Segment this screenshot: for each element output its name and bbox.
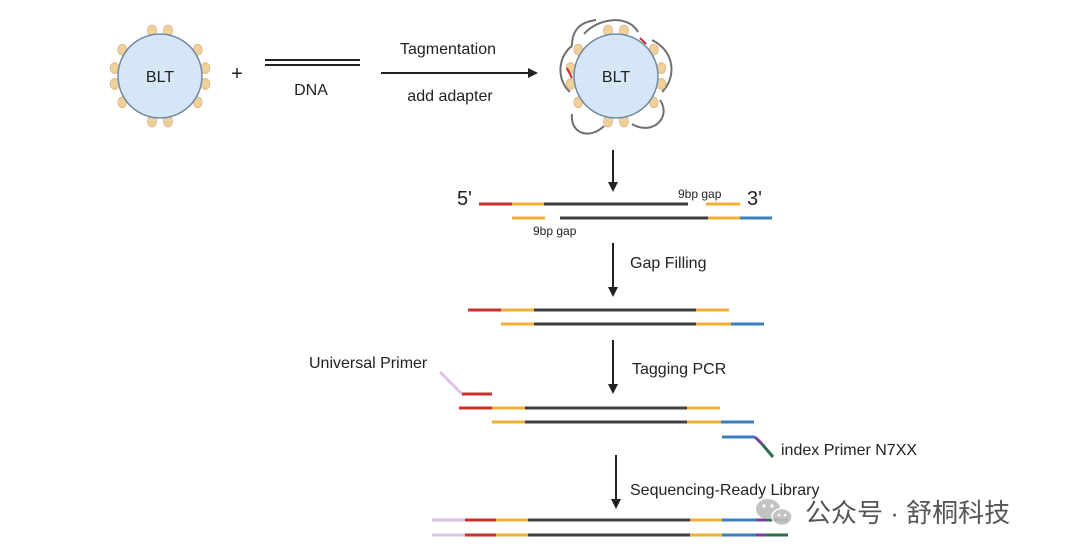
watermark-text: 公众号 · 舒桐科技 (805, 498, 1010, 528)
dna-loops (559, 19, 673, 135)
index-primer (722, 435, 775, 458)
dna-label: DNA (294, 82, 328, 99)
bead-label-left: BLT (146, 69, 174, 86)
tagging-pcr-label: Tagging PCR (632, 361, 726, 378)
index-primer-label: index Primer N7XX (781, 442, 917, 459)
three-prime-label: 3' (747, 188, 762, 210)
transposome-cluster-left (109, 24, 211, 128)
add-adapter-label: add adapter (407, 88, 493, 105)
gap-filled-fragment (468, 308, 764, 326)
bead-circle (573, 33, 659, 119)
final-step-label: Sequencing-Ready Library (630, 482, 819, 499)
universal-primer (438, 370, 492, 396)
gap-filling-label: Gap Filling (630, 255, 706, 272)
five-prime-label: 5' (457, 188, 472, 210)
red-adapter-ticks (566, 37, 647, 79)
universal-primer-label: Universal Primer (309, 355, 428, 372)
blt-bead-right: BLT (559, 19, 673, 135)
pcr-fragment (459, 406, 754, 424)
library-fragment (432, 518, 788, 537)
bead-label-right: BLT (602, 69, 630, 86)
plus-sign: + (231, 63, 243, 85)
gap-label-top: 9bp gap (678, 187, 722, 201)
transposome-cluster-right (565, 24, 667, 128)
wechat-icon (756, 499, 793, 527)
bead-circle (117, 33, 203, 119)
tagmented-fragment (479, 202, 772, 220)
dna-double-strand (265, 59, 360, 66)
tagmentation-label: Tagmentation (400, 41, 496, 58)
gap-label-bottom: 9bp gap (533, 224, 577, 238)
blt-bead-left: BLT (109, 24, 211, 128)
